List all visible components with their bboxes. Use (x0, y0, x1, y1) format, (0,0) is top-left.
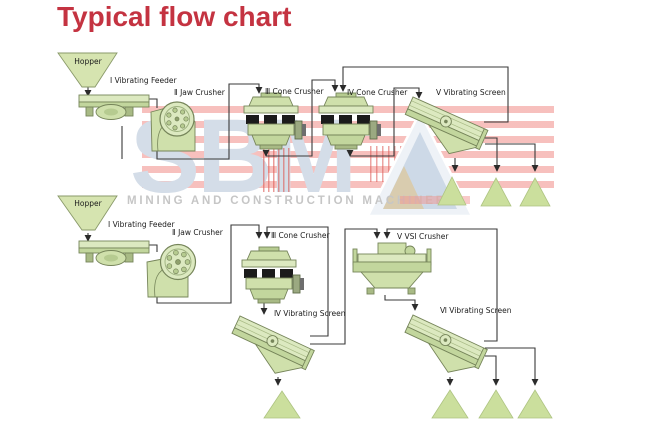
connector-screen4-vsi (310, 228, 381, 345)
stockpile-triangle (517, 389, 553, 419)
cone-crusher-iii-bottom (241, 246, 305, 304)
connector-screen6-stockpile2 (485, 355, 500, 386)
jaw-crusher-bottom (146, 243, 197, 298)
connector-jaw-cone3 (156, 83, 263, 160)
connector-feeder-jaw (149, 98, 158, 108)
watermark-tagline: MINING AND CONSTRUCTION MACHINERY (127, 195, 457, 207)
label-jaw-top: Ⅱ Jaw Crusher (174, 88, 225, 97)
hopper-top (57, 52, 118, 88)
stockpile-triangle (478, 389, 514, 419)
connector-cone3-cone4 (266, 79, 339, 157)
connector-screen5-recirculation (339, 66, 509, 123)
vibrating-feeder-bottom (78, 240, 150, 266)
connector-screen6-recirculation (383, 228, 498, 342)
flow-lines-top (84, 66, 539, 172)
label-vsi5-bottom: Ⅴ VSI Crusher (397, 232, 449, 241)
jaw-crusher-top (150, 101, 196, 152)
connector-feeder-jaw (149, 244, 158, 252)
label-cone4-top: Ⅳ Cone Crusher (347, 88, 408, 97)
stockpile-triangles-top (437, 176, 551, 207)
label-screen5-top: Ⅴ Vibrating Screen (436, 88, 506, 97)
label-feeder-bottom: Ⅰ Vibrating Feeder (108, 220, 175, 229)
label-feeder-top: Ⅰ Vibrating Feeder (110, 76, 177, 85)
hopper-bottom (57, 195, 118, 231)
label-hopper-bottom: Hopper (74, 199, 102, 208)
label-hopper-top: Hopper (74, 57, 102, 66)
stockpile-triangle (263, 390, 301, 419)
stockpile-triangle (437, 176, 467, 206)
stockpile-triangle (431, 389, 469, 419)
connector-screen4-recirculation (263, 226, 329, 337)
connector-cone4-screen5 (350, 87, 423, 157)
stockpile-triangle (519, 177, 551, 207)
vibrating-screen-iv-bottom (223, 315, 315, 385)
watermark-stripe-overlay (400, 196, 470, 204)
label-screen4-bottom: Ⅳ Vibrating Screen (274, 309, 346, 318)
vibrating-screen-v-top (397, 96, 489, 165)
connector-screen5-stockpile2 (485, 137, 501, 172)
flow-lines-bottom (84, 224, 539, 386)
cone-crusher-iv-top (318, 92, 382, 150)
vibrating-feeder-top (78, 94, 150, 120)
connector-screen5-stockpile3 (485, 143, 539, 172)
label-cone3-bottom: Ⅲ Cone Crusher (271, 231, 330, 240)
connector-jaw-cone3 (156, 224, 263, 304)
connector-vsi-screen6 (384, 295, 419, 311)
stockpile-triangles-bottom (263, 389, 553, 419)
connector-screen6-stockpile3 (485, 347, 539, 386)
cone-crusher-iii-top (243, 92, 307, 150)
label-cone3-top: Ⅲ Cone Crusher (265, 87, 324, 96)
vsi-crusher-bottom (352, 242, 432, 295)
stockpile-triangle (480, 177, 512, 207)
label-screen6-bottom: Ⅵ Vibrating Screen (440, 306, 512, 315)
label-jaw-bottom: Ⅱ Jaw Crusher (172, 228, 223, 237)
vibrating-screen-vi-bottom (396, 314, 488, 384)
page-title: Typical flow chart (57, 1, 292, 32)
